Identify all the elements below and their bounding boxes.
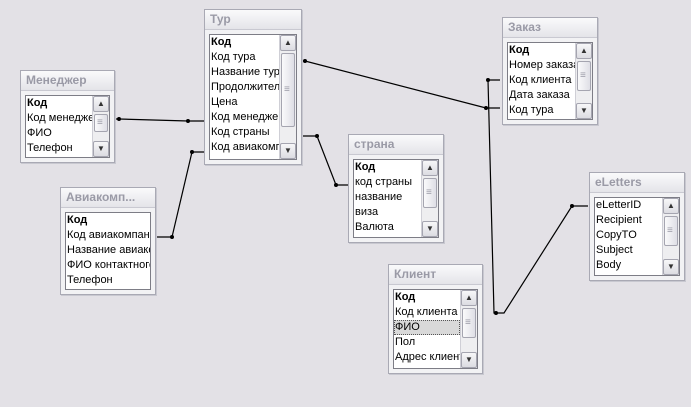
connector-dot bbox=[315, 134, 319, 138]
scroll-up-arrow-icon[interactable]: ▲ bbox=[461, 290, 477, 306]
field-row-selected[interactable]: ФИО bbox=[394, 320, 460, 335]
field-row[interactable]: Номер заказа bbox=[509, 59, 575, 71]
table-tur[interactable]: Тур Код Код тура Название тура Продолжит… bbox=[204, 9, 302, 165]
scroll-down-arrow-icon[interactable]: ▼ bbox=[576, 103, 592, 119]
field-row[interactable]: Код авиакомпании bbox=[211, 141, 279, 153]
field-row[interactable]: Код тура bbox=[211, 51, 256, 63]
field-row[interactable]: Цена bbox=[211, 96, 238, 108]
field-row[interactable]: Код bbox=[211, 36, 232, 48]
field-row[interactable]: Продолжительность bbox=[211, 81, 279, 93]
relationship-klient-zakaz bbox=[487, 79, 500, 314]
vertical-scrollbar[interactable]: ▲ ▼ bbox=[92, 96, 109, 157]
field-row[interactable]: Дата заказа bbox=[509, 89, 570, 101]
connector-dot bbox=[334, 183, 338, 187]
field-list[interactable]: Код Код клиента ФИО Пол Адрес клиента ▲ … bbox=[393, 289, 478, 369]
connector-dot bbox=[186, 119, 190, 123]
connector-dot bbox=[170, 235, 174, 239]
table-aviakompaniya[interactable]: Авиакомп... Код Код авиакомпании Названи… bbox=[60, 187, 156, 295]
field-row[interactable]: ФИО bbox=[27, 127, 52, 139]
connector-dot bbox=[494, 311, 498, 315]
table-strana[interactable]: страна Код код страны название виза Валю… bbox=[348, 134, 444, 243]
field-row[interactable]: Название авиакомпании bbox=[67, 244, 150, 256]
scroll-down-arrow-icon[interactable]: ▼ bbox=[280, 143, 296, 159]
scroll-grip-icon[interactable] bbox=[577, 61, 591, 91]
table-title[interactable]: Менеджер bbox=[21, 71, 114, 91]
table-zakaz[interactable]: Заказ Код Номер заказа Код клиента Дата … bbox=[502, 17, 598, 125]
scroll-down-arrow-icon[interactable]: ▼ bbox=[422, 221, 438, 237]
field-row[interactable]: eLetterID bbox=[596, 199, 642, 211]
field-row[interactable]: ФИО контактного лица bbox=[67, 259, 150, 271]
table-klient[interactable]: Клиент Код Код клиента ФИО Пол Адрес кли… bbox=[388, 264, 483, 374]
table-title[interactable]: страна bbox=[349, 135, 443, 155]
connector-dot bbox=[570, 204, 574, 208]
field-row[interactable]: виза bbox=[355, 206, 379, 218]
scroll-grip-icon[interactable] bbox=[423, 178, 437, 208]
table-eletters[interactable]: eLetters eLetterID Recipient CopyTO Subj… bbox=[589, 172, 685, 281]
field-row[interactable]: Код bbox=[509, 44, 530, 56]
field-row[interactable]: Subject bbox=[596, 244, 633, 256]
field-row[interactable]: Код bbox=[355, 161, 376, 173]
connector-dot bbox=[303, 59, 307, 63]
table-title[interactable]: Тур bbox=[205, 10, 301, 30]
field-row[interactable]: Название тура bbox=[211, 66, 279, 78]
scroll-grip-icon[interactable] bbox=[664, 216, 678, 246]
field-row[interactable]: Телефон bbox=[27, 142, 73, 154]
connector-dot bbox=[486, 78, 490, 82]
connector-dot bbox=[190, 150, 194, 154]
field-row[interactable]: Код страны bbox=[211, 126, 270, 138]
field-row[interactable]: Пол bbox=[395, 336, 416, 348]
field-row[interactable]: Recipient bbox=[596, 214, 642, 226]
field-row[interactable]: код страны bbox=[355, 176, 413, 188]
scroll-down-arrow-icon[interactable]: ▼ bbox=[663, 259, 679, 275]
scroll-up-arrow-icon[interactable]: ▲ bbox=[280, 35, 296, 51]
field-row[interactable]: Код клиента bbox=[509, 74, 572, 86]
relationship-klient-eletters bbox=[498, 205, 588, 314]
field-list[interactable]: Код код страны название виза Валюта ▲ ▼ bbox=[353, 159, 439, 238]
field-list[interactable]: eLetterID Recipient CopyTO Subject Body … bbox=[594, 197, 680, 276]
vertical-scrollbar[interactable]: ▲ ▼ bbox=[421, 160, 438, 237]
scroll-up-arrow-icon[interactable]: ▲ bbox=[663, 198, 679, 214]
field-row[interactable]: Код менеджера bbox=[27, 112, 92, 124]
scroll-grip-icon[interactable] bbox=[281, 53, 295, 127]
field-row[interactable]: CopyTO bbox=[596, 229, 637, 241]
scroll-down-arrow-icon[interactable]: ▼ bbox=[93, 141, 109, 157]
table-menedzher[interactable]: Менеджер Код Код менеджера ФИО Телефон ▲… bbox=[20, 70, 115, 163]
field-list[interactable]: Код Код менеджера ФИО Телефон ▲ ▼ bbox=[25, 95, 110, 158]
field-row[interactable]: Адрес клиента bbox=[395, 351, 460, 363]
scroll-down-arrow-icon[interactable]: ▼ bbox=[461, 352, 477, 368]
field-list[interactable]: Код Номер заказа Код клиента Дата заказа… bbox=[507, 42, 593, 120]
vertical-scrollbar[interactable]: ▲ ▼ bbox=[460, 290, 477, 368]
vertical-scrollbar[interactable]: ▲ ▼ bbox=[575, 43, 592, 119]
vertical-scrollbar[interactable]: ▲ ▼ bbox=[662, 198, 679, 275]
field-row[interactable]: Валюта bbox=[355, 221, 394, 233]
field-row[interactable]: Код менеджера bbox=[211, 111, 279, 123]
field-row[interactable]: Код клиента bbox=[395, 306, 458, 318]
field-list[interactable]: Код Код тура Название тура Продолжительн… bbox=[209, 34, 297, 160]
scroll-up-arrow-icon[interactable]: ▲ bbox=[422, 160, 438, 176]
field-row[interactable]: Код bbox=[27, 97, 48, 109]
connector-dot bbox=[484, 106, 488, 110]
field-row[interactable]: Body bbox=[596, 259, 622, 271]
field-row[interactable]: Код bbox=[395, 291, 416, 303]
scroll-grip-icon[interactable] bbox=[462, 308, 476, 338]
connector-dot bbox=[117, 117, 121, 121]
table-title[interactable]: Авиакомп... bbox=[61, 188, 155, 208]
field-row[interactable]: Телефон bbox=[67, 274, 113, 286]
field-row[interactable]: Код авиакомпании bbox=[67, 229, 150, 241]
scroll-up-arrow-icon[interactable]: ▲ bbox=[93, 96, 109, 112]
relationship-menedzher-tur bbox=[113, 118, 206, 122]
field-list[interactable]: Код Код авиакомпании Название авиакомпан… bbox=[65, 212, 151, 290]
field-row[interactable]: название bbox=[355, 191, 403, 203]
relationship-tur-zakaz bbox=[298, 60, 500, 109]
table-title[interactable]: Клиент bbox=[389, 265, 482, 285]
table-title[interactable]: eLetters bbox=[590, 173, 684, 193]
scroll-grip-icon[interactable] bbox=[94, 114, 108, 132]
relationship-aviakomp-tur bbox=[156, 151, 206, 238]
field-row[interactable]: Код bbox=[67, 214, 88, 226]
vertical-scrollbar[interactable]: ▲ ▼ bbox=[279, 35, 296, 159]
relationship-tur-strana bbox=[298, 135, 350, 186]
field-row[interactable]: Код тура bbox=[509, 104, 554, 116]
table-title[interactable]: Заказ bbox=[503, 18, 597, 38]
scroll-up-arrow-icon[interactable]: ▲ bbox=[576, 43, 592, 59]
